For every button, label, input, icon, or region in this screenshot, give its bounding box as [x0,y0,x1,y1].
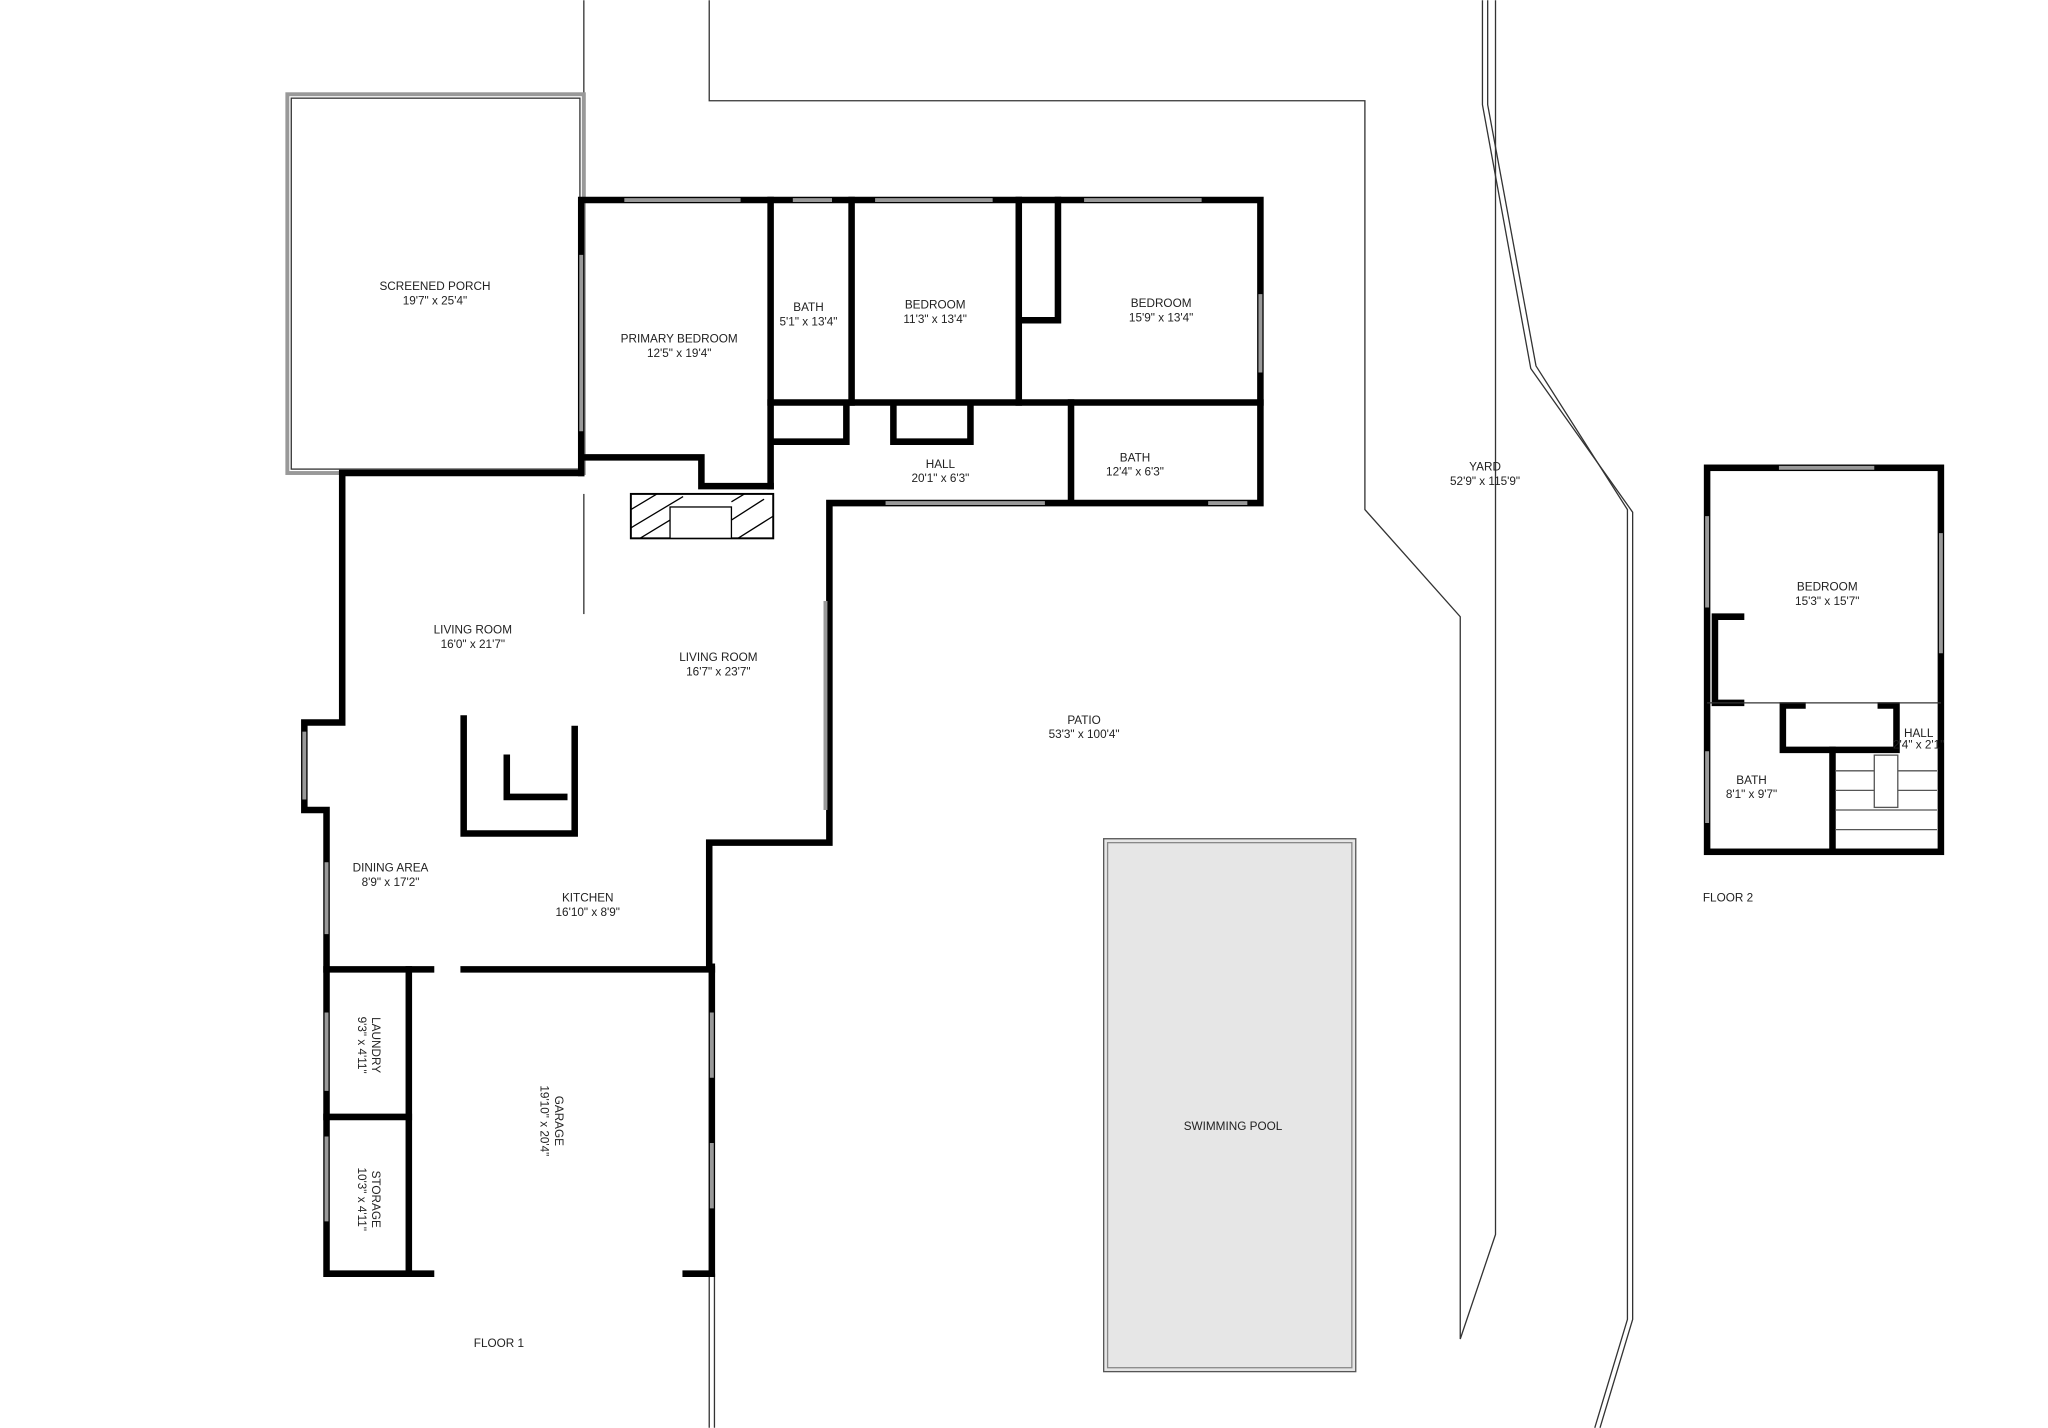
room-size: 16'7" x 23'7" [686,665,750,678]
room-size: 15'3" x 15'7" [1795,595,1859,608]
windows [302,198,1263,1222]
room-size: 8'1" x 9'7" [1726,788,1777,801]
room-label: HALL [1904,727,1934,740]
room-size: 12'5" x 19'4" [647,347,711,360]
room-label: BEDROOM [1131,297,1192,310]
room-label: KITCHEN [562,891,614,904]
room-label: SWIMMING POOL [1184,1120,1283,1133]
room-size: 53'3" x 100'4" [1049,728,1120,741]
room-label: BATH [1736,774,1766,787]
floor-label: FLOOR 1 [474,1337,524,1350]
room-label: LIVING ROOM [679,651,757,664]
room-label: PATIO [1067,714,1101,727]
room-size: 8'9" x 17'2" [362,876,420,889]
room-label: LIVING ROOM [434,624,512,637]
floor-label: FLOOR 2 [1703,891,1753,904]
room-size: 19'7" x 25'4" [403,295,467,308]
room-label: BEDROOM [1797,581,1858,594]
swimming-pool [1103,838,1357,1373]
room-label: STORAGE [369,1171,382,1228]
room-size: 16'0" x 21'7" [441,638,505,651]
room-size: 12'4" x 6'3" [1106,466,1164,479]
room-size: 16'10" x 8'9" [556,906,620,919]
site-boundaries [583,0,1634,1428]
room-label: BATH [793,301,823,314]
room-size: 52'9" x 115'9" [1450,475,1520,488]
room-size: 5'1" x 13'4" [780,315,838,328]
room-size: 19'10" x 20'4" [538,1085,551,1156]
room-label: SCREENED PORCH [379,280,490,293]
room-label: BATH [1120,451,1150,464]
room-label: DINING AREA [353,861,429,874]
room-size: 9'3" x 4'11" [355,1017,368,1074]
room-label: PRIMARY BEDROOM [621,332,738,345]
room-label: LAUNDRY [369,1017,382,1073]
fireplace [629,492,775,540]
room-label: GARAGE [552,1096,565,1146]
room-size: 20'1" x 6'3" [911,472,969,485]
room-size: 15'9" x 13'4" [1129,312,1193,325]
room-label: YARD [1469,460,1501,473]
room-size: 2'4" x 2'1" [1893,739,1944,752]
room-size: 10'3" x 4'11" [355,1167,368,1231]
room-label: HALL [926,458,956,471]
room-label: BEDROOM [905,298,966,311]
room-size: 11'3" x 13'4" [903,313,967,326]
walls-floor-2 [1703,464,1945,856]
